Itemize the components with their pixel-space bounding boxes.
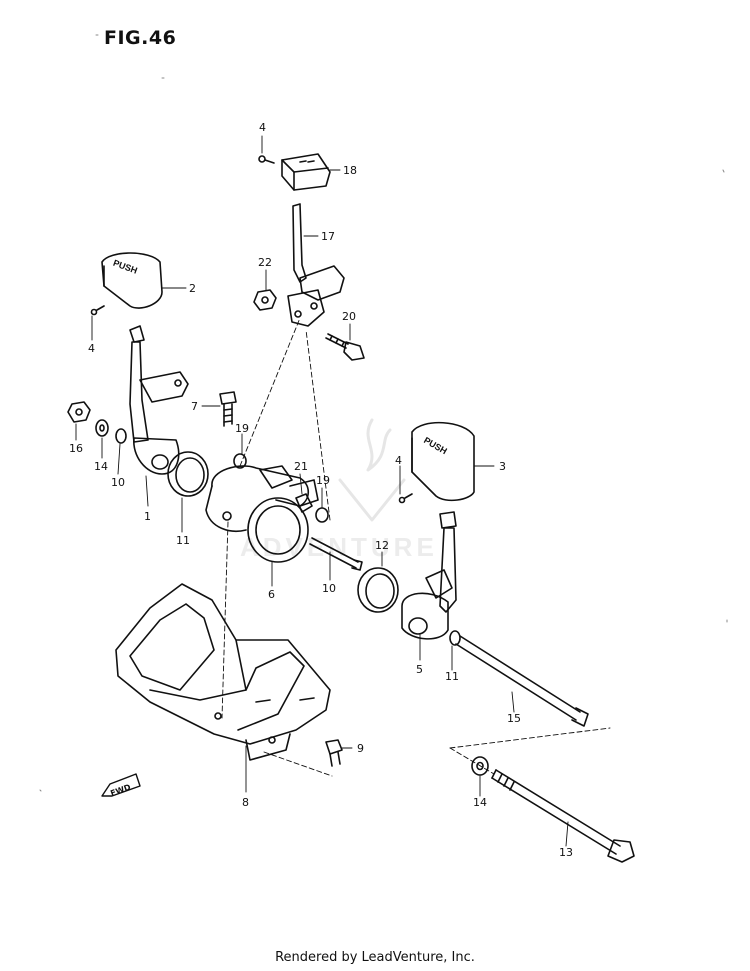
callout-22: 22: [258, 256, 272, 269]
screw-4-left: [90, 305, 105, 316]
part-19-clip-b: [315, 507, 329, 523]
fwd-label: FWD: [109, 782, 132, 798]
callout-12: 11: [176, 534, 190, 547]
callout-11: 11: [445, 670, 459, 683]
callout-14: 14: [94, 460, 108, 473]
part-7-bolt: [219, 391, 237, 427]
callout-1: 1: [144, 510, 151, 523]
callout-7: 7: [191, 400, 198, 413]
callout-20: 20: [342, 310, 356, 323]
callout-17: 17: [321, 230, 335, 243]
part-22-nut: [253, 289, 277, 311]
part-3-knob-right: PUSH: [411, 421, 475, 502]
callout-15: 15: [507, 712, 521, 725]
callout-16: 16: [69, 442, 83, 455]
part-21-bushing: [295, 493, 313, 513]
scan-specks: [39, 34, 728, 792]
part-8-bracket: [115, 583, 331, 761]
callout-4: 4: [395, 454, 402, 467]
part-9-bolt: [325, 739, 343, 767]
screw-4-top: [258, 155, 275, 164]
part-14-washer-right: [471, 756, 489, 776]
part-6-housing: [205, 465, 319, 563]
callout-13: 13: [559, 846, 573, 859]
part-12-oring-left: [167, 451, 209, 497]
part-16-nut: [67, 401, 91, 423]
callout-5: 5: [416, 663, 423, 676]
callout-11: 10: [111, 476, 125, 489]
knob-right-text: PUSH: [422, 435, 449, 456]
callout-21: 21: [294, 460, 308, 473]
figure-title: FIG.46: [104, 27, 177, 49]
part-5-shift-arm: [401, 511, 457, 640]
footer-credit: Rendered by LeadVenture, Inc.: [275, 950, 475, 965]
part-12-oring-right: [357, 567, 399, 613]
leader-lines: [75, 135, 611, 847]
watermark: ADVENTURE: [240, 532, 438, 562]
part-19-clip-a: [233, 453, 247, 469]
callout-4: 4: [259, 121, 266, 134]
part-11-clip-right: [449, 630, 461, 646]
part-18-grip-cap: [281, 153, 331, 191]
part-11-clip-left: [115, 428, 127, 444]
fwd-arrow-icon: FWD: [101, 773, 141, 798]
callout-8: 8: [242, 796, 249, 809]
callout-3: 3: [499, 460, 506, 473]
callout-14: 14: [473, 796, 487, 809]
callout-9: 9: [357, 742, 364, 755]
callout-2: 2: [189, 282, 196, 295]
knob-left-text: PUSH: [112, 258, 139, 276]
callout-6: 6: [268, 588, 275, 601]
part-14-washer-left: [95, 419, 109, 437]
screw-4-right: [398, 493, 413, 504]
watermark-logo: [338, 418, 406, 522]
part-20-bolt: [325, 333, 365, 361]
part-2-knob-left: PUSH: [101, 252, 163, 309]
part-10-pin: [309, 537, 363, 571]
callout-12: 12: [375, 539, 389, 552]
part-17-lever: [287, 203, 345, 327]
part-1-shift-arm: [129, 325, 189, 475]
callout-4: 4: [88, 342, 95, 355]
callout-19: 19: [235, 422, 249, 435]
callout-10: 10: [322, 582, 336, 595]
callout-18: 18: [343, 164, 357, 177]
callout-19: 19: [316, 474, 330, 487]
callouts: 4 18 17 22 2 4 20 7 16 14 10 1 11 19 21 …: [69, 121, 573, 859]
part-15-shaft: [455, 635, 589, 727]
